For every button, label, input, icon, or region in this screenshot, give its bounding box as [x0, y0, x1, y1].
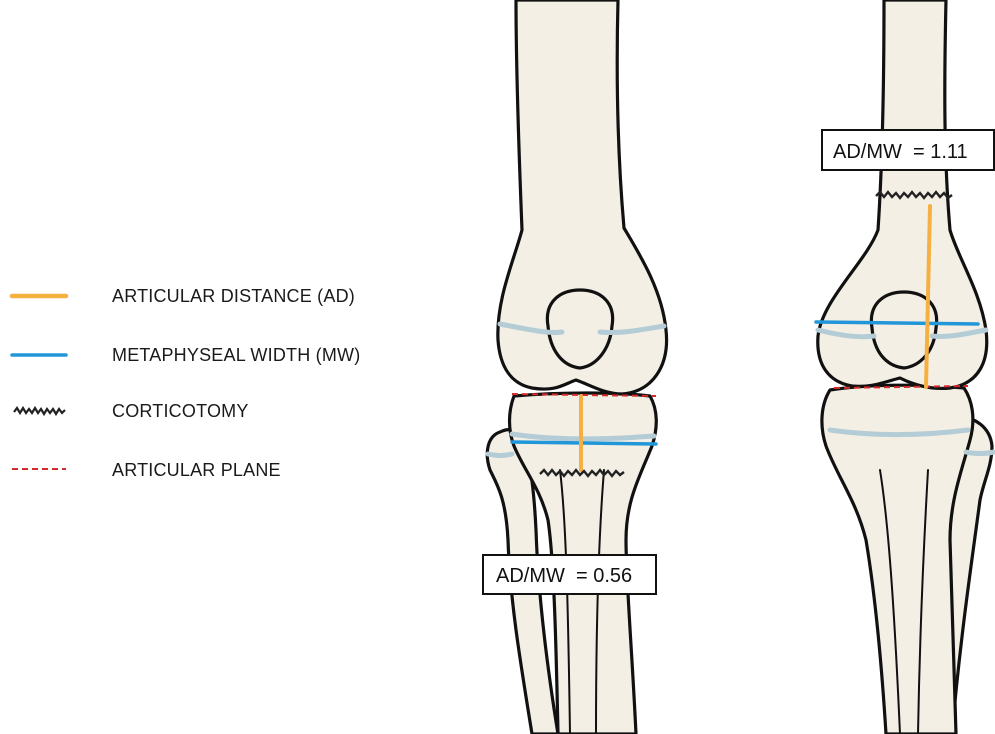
- left-fibular-physis: [488, 454, 512, 456]
- legend-label-corticotomy: CORTICOTOMY: [112, 401, 249, 421]
- left-metaphyseal-width: [512, 442, 656, 444]
- corticotomy-swatch: [14, 408, 65, 414]
- legend-label-articular-distance: ARTICULAR DISTANCE (AD): [112, 286, 355, 306]
- legend-item-articular-plane: ARTICULAR PLANE: [12, 460, 281, 480]
- legend-item-corticotomy: CORTICOTOMY: [14, 401, 249, 421]
- right-ratio-label: AD/MW = 1.11: [833, 141, 968, 163]
- right-metaphyseal-width: [816, 322, 978, 324]
- right-ratio-box: AD/MW = 1.11: [822, 130, 994, 170]
- legend-item-metaphyseal-width: METAPHYSEAL WIDTH (MW): [12, 345, 360, 365]
- left-ratio-box: AD/MW = 0.56: [483, 555, 656, 594]
- legend-label-metaphyseal-width: METAPHYSEAL WIDTH (MW): [112, 345, 360, 365]
- legend: ARTICULAR DISTANCE (AD) METAPHYSEAL WIDT…: [12, 286, 360, 480]
- left-ratio-label: AD/MW = 0.56: [496, 565, 632, 587]
- right-knee: [816, 0, 994, 734]
- left-knee: AD/MW = 0.56: [483, 0, 667, 734]
- right-fibular-physis: [966, 452, 994, 454]
- legend-label-articular-plane: ARTICULAR PLANE: [112, 460, 281, 480]
- legend-item-articular-distance: ARTICULAR DISTANCE (AD): [12, 286, 355, 306]
